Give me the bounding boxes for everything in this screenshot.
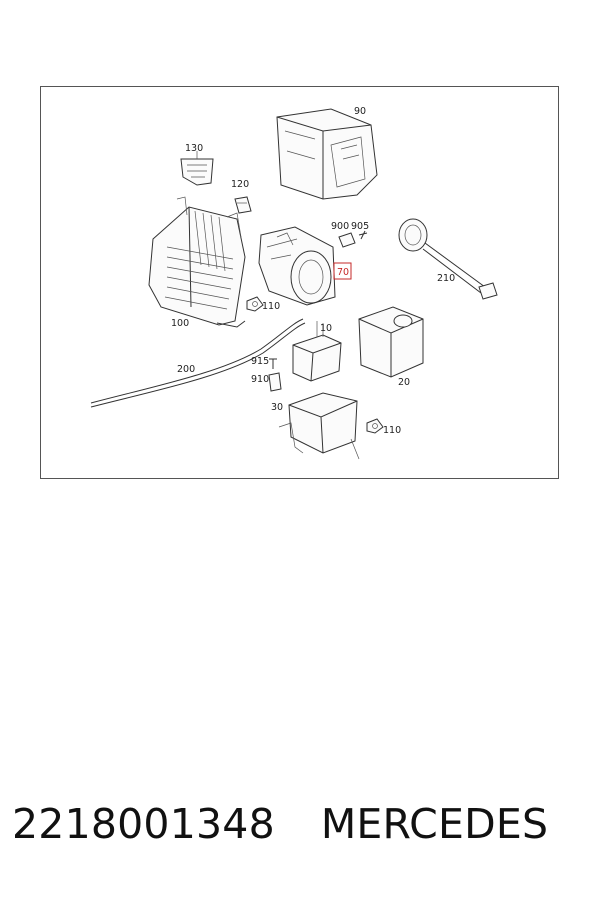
callout-910: 910: [251, 374, 269, 385]
callout-90: 90: [354, 106, 366, 117]
part-910-clip[interactable]: [268, 372, 282, 392]
part-200-hose[interactable]: [90, 318, 306, 408]
part-905-screw[interactable]: [358, 230, 368, 240]
part-10-module[interactable]: [292, 321, 342, 382]
callout-70-highlight-box: [333, 262, 352, 280]
part-900-connector[interactable]: [338, 232, 356, 248]
part-number: 2218001348: [12, 800, 275, 848]
callout-120: 120: [231, 179, 249, 190]
part-100-heater-assembly[interactable]: [148, 196, 246, 328]
callout-915: 915: [251, 356, 269, 367]
callout-905: 905: [351, 221, 369, 232]
callout-130: 130: [185, 143, 203, 154]
part-20-reservoir[interactable]: [358, 306, 424, 378]
callout-100: 100: [171, 318, 189, 329]
callout-210: 210: [437, 273, 455, 284]
part-30-bracket[interactable]: [278, 392, 360, 460]
callout-900: 900: [331, 221, 349, 232]
product-caption: 2218001348 MERCEDES: [12, 800, 592, 864]
callout-200: 200: [177, 364, 195, 375]
part-90-housing[interactable]: [276, 108, 378, 200]
part-110-nut-upper[interactable]: [246, 296, 264, 312]
callout-10: 10: [320, 323, 332, 334]
part-70-blower-motor[interactable]: [258, 226, 336, 306]
callout-110-upper: 110: [262, 301, 280, 312]
part-110-nut-lower[interactable]: [366, 418, 384, 434]
part-210-cable[interactable]: [398, 218, 498, 300]
callout-30: 30: [271, 402, 283, 413]
parts-diagram-frame: 90 130 120 900 905 70 210 110 100 10 915…: [40, 86, 559, 479]
exploded-parts-diagram: 90 130 120 900 905 70 210 110 100 10 915…: [90, 106, 498, 460]
brand-name: MERCEDES: [320, 800, 549, 848]
callout-70: 70: [337, 267, 349, 278]
callout-20: 20: [398, 377, 410, 388]
part-130-bracket[interactable]: [180, 151, 214, 186]
part-120-nut[interactable]: [234, 196, 252, 214]
part-915-screw[interactable]: [269, 358, 277, 369]
callout-110-lower: 110: [383, 425, 401, 436]
